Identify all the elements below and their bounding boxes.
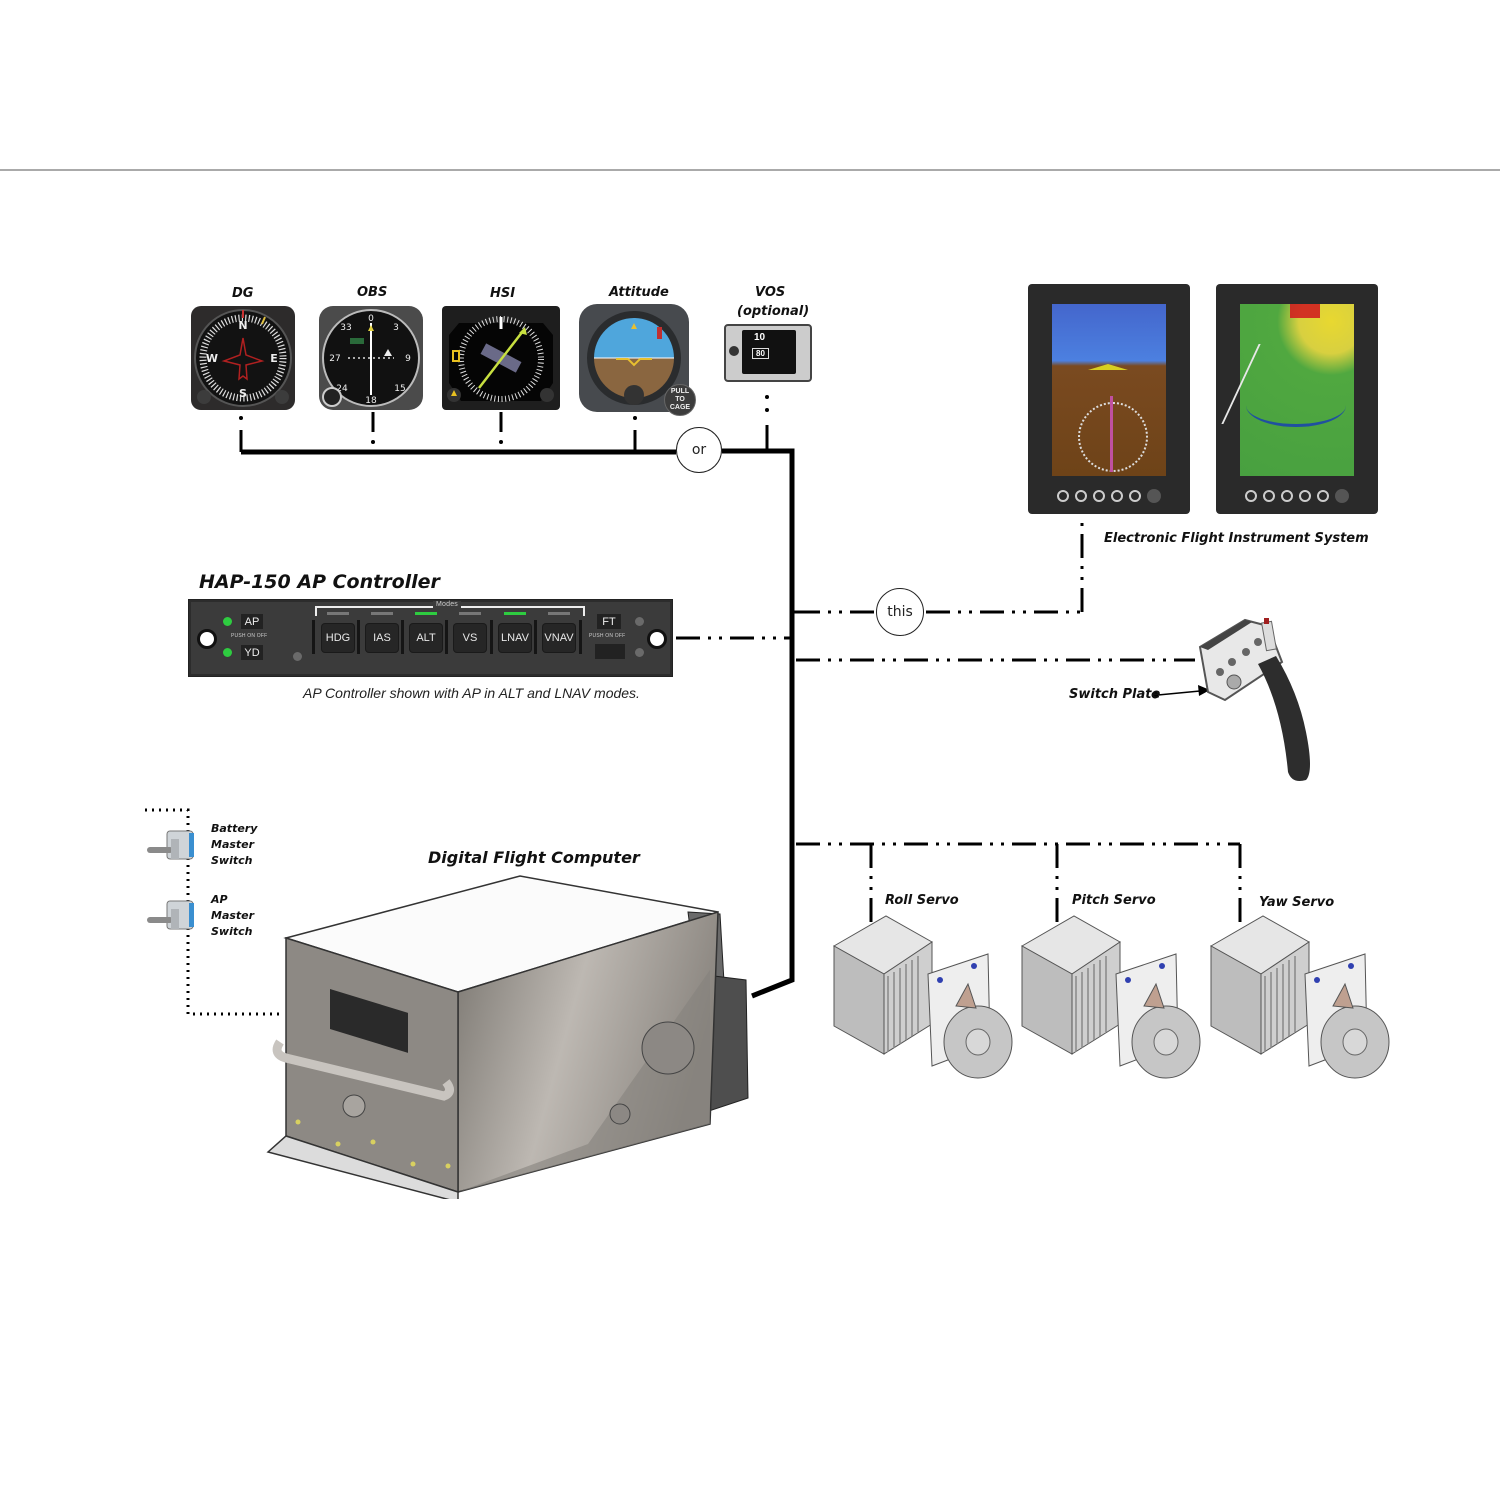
cage-knob-label: PULL TO CAGE bbox=[669, 388, 691, 411]
roll-servo bbox=[832, 915, 1013, 1079]
mode-indicator-vnav bbox=[548, 612, 570, 615]
yd-led bbox=[223, 648, 232, 657]
vos-instrument: 10 80 bbox=[724, 324, 812, 382]
ap-master-switch-label-2: Master bbox=[211, 909, 255, 922]
instrument-label-dg: DG bbox=[232, 286, 254, 301]
push-on-off-label-right: PUSH ON OFF bbox=[589, 633, 626, 639]
switch-plate-label: Switch Plate bbox=[1069, 687, 1161, 702]
servo-label-roll: Roll Servo bbox=[885, 893, 959, 908]
mode-button-vs[interactable]: VS bbox=[454, 624, 486, 652]
battery-master-switch-label-3: Switch bbox=[211, 854, 253, 867]
dot bbox=[633, 416, 637, 420]
dot bbox=[371, 440, 375, 444]
svg-text:W: W bbox=[206, 352, 218, 365]
computer-title: Digital Flight Computer bbox=[428, 848, 640, 867]
switch-plate-arrow bbox=[1151, 685, 1210, 699]
svg-text:33: 33 bbox=[340, 323, 351, 333]
svg-text:18: 18 bbox=[365, 396, 377, 406]
efis-pfd-display bbox=[1028, 284, 1190, 514]
or-bubble: or bbox=[676, 427, 722, 473]
blank-button[interactable] bbox=[595, 644, 625, 659]
battery-master-switch-label-1: Battery bbox=[211, 822, 258, 835]
push-on-off-label-left: PUSH ON OFF bbox=[231, 633, 268, 639]
indicator-dot bbox=[635, 648, 644, 657]
dot bbox=[765, 408, 769, 412]
svg-text:0: 0 bbox=[368, 314, 374, 324]
vos-readout-mid: 80 bbox=[752, 348, 769, 359]
header-divider bbox=[0, 169, 1500, 171]
this-bubble: this bbox=[876, 588, 924, 636]
ap-master-switch-label-3: Switch bbox=[211, 925, 253, 938]
instrument-label-attitude: Attitude bbox=[609, 285, 669, 300]
dot bbox=[765, 395, 769, 399]
mode-indicator-ias bbox=[371, 612, 393, 615]
hsi-instrument bbox=[442, 306, 560, 410]
cage-knob[interactable]: PULL TO CAGE bbox=[664, 384, 696, 416]
switch-loop bbox=[145, 808, 283, 1016]
controller-title: HAP-150 AP Controller bbox=[199, 571, 440, 593]
mode-button-alt[interactable]: ALT bbox=[410, 624, 442, 652]
mode-button-lnav[interactable]: LNAV bbox=[499, 624, 531, 652]
efis-label: Electronic Flight Instrument System bbox=[1104, 531, 1369, 546]
instrument-label-vos-note: (optional) bbox=[737, 304, 810, 319]
instrument-label-vos: VOS bbox=[755, 285, 786, 300]
svg-text:27: 27 bbox=[329, 354, 340, 364]
battery-master-switch[interactable] bbox=[145, 825, 205, 867]
yd-button[interactable]: YD bbox=[241, 645, 263, 660]
mode-indicator-vs bbox=[459, 612, 481, 615]
mode-button-hdg[interactable]: HDG bbox=[322, 624, 354, 652]
mount-hole-right bbox=[647, 629, 667, 649]
mode-indicator-alt bbox=[415, 612, 437, 615]
instrument-label-obs: OBS bbox=[357, 285, 388, 300]
indicator-dot bbox=[293, 652, 302, 661]
efis-map-display bbox=[1216, 284, 1378, 514]
svg-text:E: E bbox=[270, 352, 278, 365]
mode-button-vnav[interactable]: VNAV bbox=[543, 624, 575, 652]
servo-label-pitch: Pitch Servo bbox=[1072, 893, 1156, 908]
mode-indicator-lnav bbox=[504, 612, 526, 615]
svg-text:N: N bbox=[238, 319, 247, 332]
servo-label-yaw: Yaw Servo bbox=[1259, 895, 1335, 910]
modes-label: Modes bbox=[433, 601, 462, 608]
pitch-servo bbox=[1021, 915, 1201, 1079]
controller-caption: AP Controller shown with AP in ALT and L… bbox=[303, 685, 640, 701]
indicator-dot bbox=[635, 617, 644, 626]
ap-master-switch-label-1: AP bbox=[211, 893, 228, 906]
switch-plate-grip bbox=[1198, 618, 1310, 781]
svg-text:24: 24 bbox=[336, 384, 348, 394]
vos-readout-top: 10 bbox=[754, 332, 766, 343]
dot bbox=[239, 416, 243, 420]
ap-master-switch[interactable] bbox=[145, 895, 205, 937]
instrument-bus-right bbox=[722, 448, 795, 999]
hap-150-controller: AP YD PUSH ON OFF Modes HDG IAS ALT VS L… bbox=[188, 599, 673, 677]
svg-text:S: S bbox=[239, 387, 247, 400]
svg-text:15: 15 bbox=[394, 384, 405, 394]
attitude-instrument bbox=[579, 304, 689, 412]
dg-instrument: N E S W bbox=[191, 306, 295, 410]
mode-button-ias[interactable]: IAS bbox=[366, 624, 398, 652]
digital-flight-computer bbox=[266, 875, 749, 1199]
battery-master-switch-label-2: Master bbox=[211, 838, 255, 851]
mount-hole-left bbox=[197, 629, 217, 649]
ap-button[interactable]: AP bbox=[241, 614, 263, 629]
ap-led bbox=[223, 617, 232, 626]
svg-text:9: 9 bbox=[405, 354, 411, 364]
ft-button[interactable]: FT bbox=[597, 614, 621, 629]
dot bbox=[499, 440, 503, 444]
mode-indicator-hdg bbox=[327, 612, 349, 615]
yaw-servo bbox=[1210, 915, 1390, 1079]
instrument-label-hsi: HSI bbox=[490, 286, 516, 301]
svg-text:3: 3 bbox=[393, 323, 399, 333]
